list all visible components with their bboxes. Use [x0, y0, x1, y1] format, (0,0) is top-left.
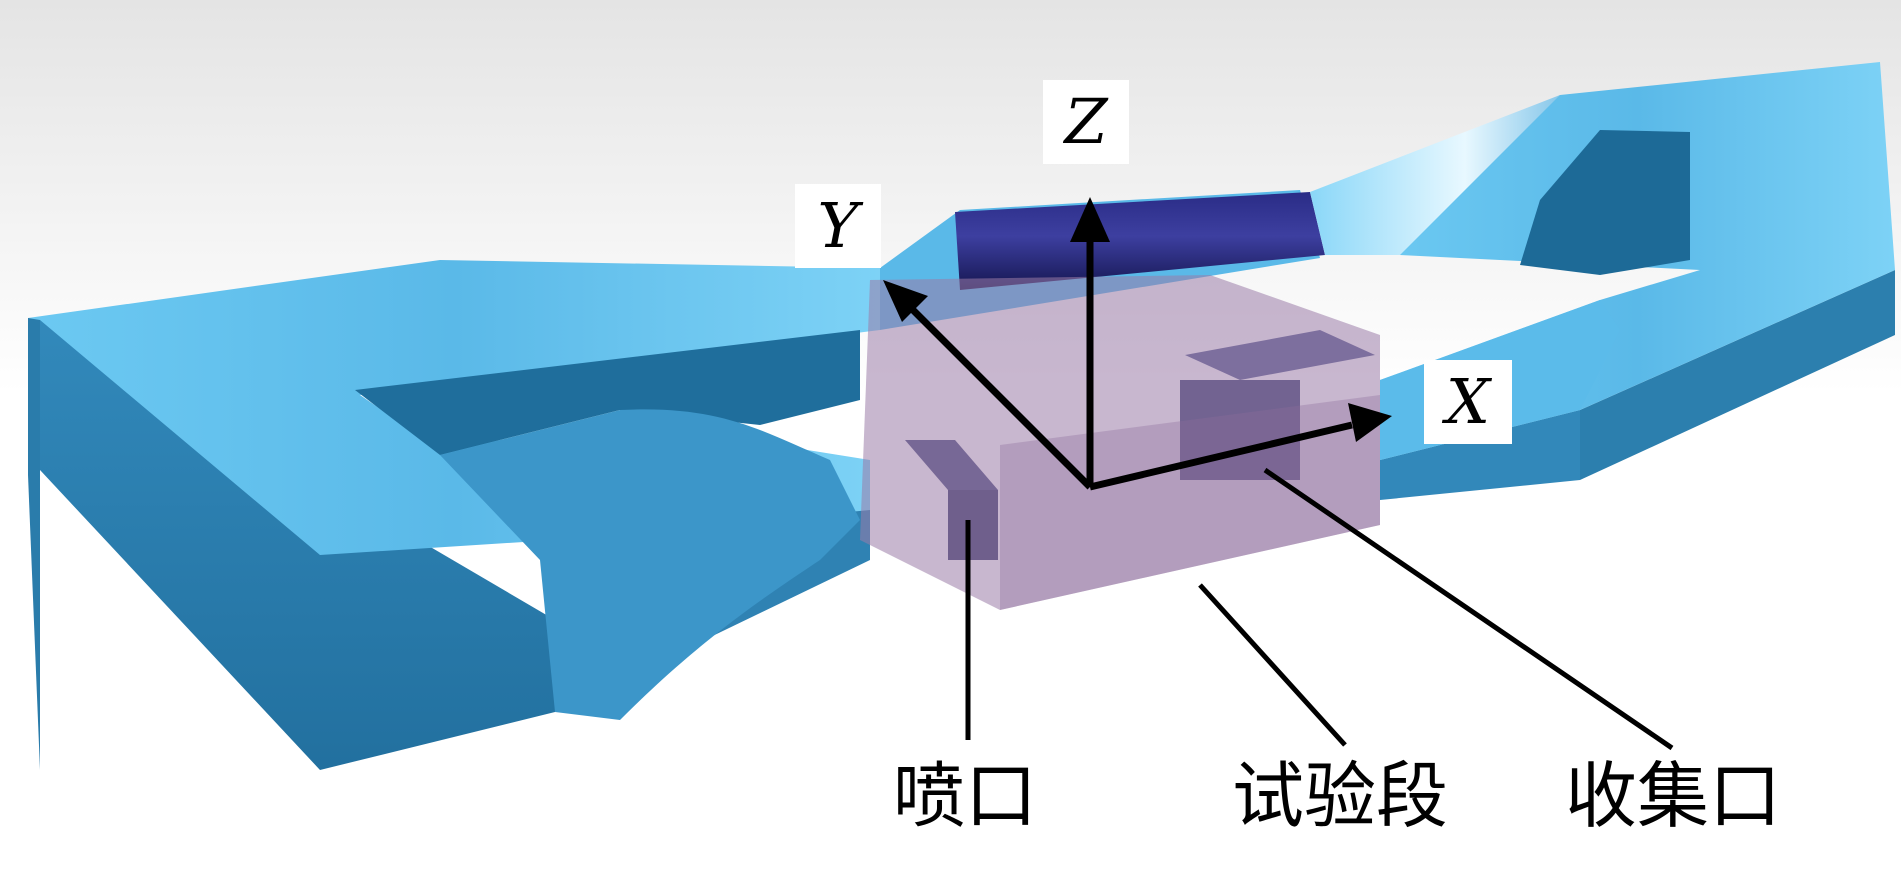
y-axis-arrow — [883, 280, 928, 322]
test-section-label: 试验段 — [1232, 754, 1449, 838]
right-return-opening — [1520, 130, 1690, 275]
collector-duct-side — [1380, 410, 1580, 500]
x-axis-arrow — [1348, 403, 1392, 442]
collector-label: 收集口 — [1565, 754, 1782, 838]
left-block-front-face — [40, 318, 555, 770]
collector-leader-line — [1263, 467, 1674, 751]
x-axis-line — [1089, 421, 1353, 491]
test-section-leader-line — [1198, 583, 1347, 747]
z-axis-label: Z — [1043, 80, 1129, 164]
left-block-end-face — [28, 318, 40, 770]
y-axis-label: Y — [795, 184, 881, 268]
nozzle-label: 喷口 — [893, 754, 1038, 838]
settling-chamber — [440, 409, 860, 720]
test-section-box-front — [1000, 395, 1380, 610]
y-axis-line — [905, 302, 1093, 490]
left-return-opening — [355, 330, 860, 455]
x-axis-label: X — [1424, 360, 1512, 444]
right-block-side-face — [1580, 270, 1895, 480]
test-section-box — [860, 275, 1380, 610]
contraction-band — [955, 192, 1325, 290]
z-axis-arrow — [1070, 197, 1110, 242]
